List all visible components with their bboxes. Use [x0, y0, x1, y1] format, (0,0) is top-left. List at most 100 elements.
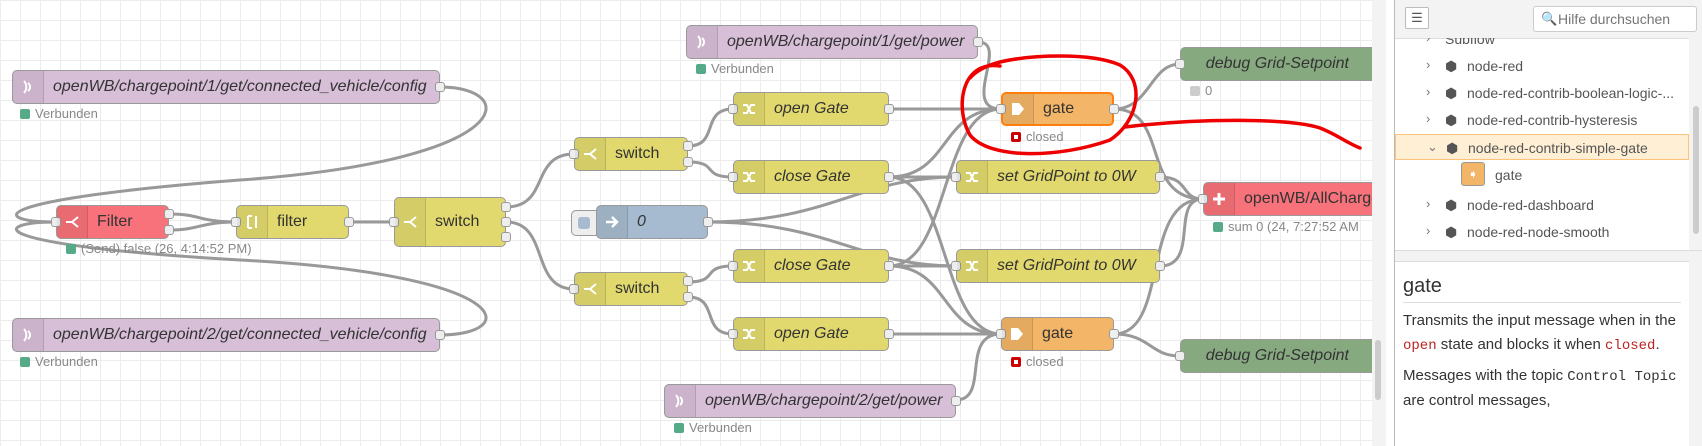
panel-divider[interactable]	[1395, 250, 1702, 262]
plus-icon	[1204, 183, 1235, 215]
inject-node-0[interactable]: 0	[571, 205, 713, 239]
mqtt-in-node-power2[interactable]: openWB/chargepoint/2/get/power	[664, 384, 961, 418]
output-port[interactable]	[951, 396, 961, 406]
output-port[interactable]	[884, 104, 894, 114]
filter-node-join[interactable]: filter	[231, 205, 354, 239]
output-port[interactable]	[884, 172, 894, 182]
output-port[interactable]	[1155, 172, 1165, 182]
canvas-scrollbar[interactable]	[1372, 0, 1386, 446]
tree-item-subflow[interactable]: › Subflow	[1395, 38, 1689, 52]
output-port[interactable]	[703, 217, 713, 227]
wire	[977, 40, 1002, 111]
output-port[interactable]	[683, 141, 693, 151]
gate-node-2[interactable]: gate	[996, 317, 1119, 351]
input-port[interactable]	[951, 261, 961, 271]
tree-item-simple-gate[interactable]: ⌄ ⬢ node-red-contrib-simple-gate	[1395, 134, 1689, 160]
tree-item-boolean-logic[interactable]: › ⬢ node-red-contrib-boolean-logic-...	[1395, 80, 1689, 106]
output-port[interactable]	[683, 292, 693, 302]
help-search-input[interactable]	[1558, 10, 1692, 28]
wire	[15, 85, 488, 224]
output-port[interactable]	[344, 217, 354, 227]
input-port[interactable]	[1198, 194, 1208, 204]
status-text: sum 0 (24, 7:27:52 AM	[1228, 219, 1359, 234]
output-port[interactable]	[973, 37, 983, 47]
change-node-open-gate-2[interactable]: open Gate	[728, 317, 894, 351]
output-port[interactable]	[435, 82, 445, 92]
mqtt-in-node-power1[interactable]: openWB/chargepoint/1/get/power	[686, 25, 983, 59]
scroll-thumb[interactable]	[1375, 340, 1381, 400]
mqtt-in-node-cv1[interactable]: openWB/chargepoint/1/get/connected_vehic…	[12, 70, 445, 104]
input-port[interactable]	[996, 329, 1006, 339]
cube-icon: ⬢	[1445, 224, 1458, 240]
change-node-open-gate-1[interactable]: open Gate	[728, 92, 894, 126]
help-scrollbar[interactable]	[1689, 261, 1702, 446]
output-port[interactable]	[164, 209, 174, 219]
tree-item-label: Subflow	[1445, 38, 1495, 47]
list-icon[interactable]: ☰	[1405, 7, 1429, 29]
switch-node-main[interactable]: switch	[389, 197, 511, 247]
tree-item-smooth[interactable]: › ⬢ node-red-node-smooth	[1395, 219, 1689, 245]
tree-item-node-red[interactable]: › ⬢ node-red	[1395, 53, 1689, 79]
flow-canvas[interactable]: openWB/chargepoint/1/get/connected_vehic…	[0, 0, 1372, 446]
output-port[interactable]	[435, 330, 445, 340]
gate-node-1[interactable]: gate	[996, 92, 1119, 126]
output-port[interactable]	[164, 225, 174, 235]
wire	[1113, 332, 1181, 358]
mqtt-signal-icon	[687, 26, 718, 58]
output-port[interactable]	[1109, 104, 1119, 114]
node-label: close Gate	[774, 168, 851, 185]
filter-node-red[interactable]: Filter	[51, 205, 174, 239]
input-port[interactable]	[231, 217, 241, 227]
status-dot	[20, 356, 30, 367]
switch-node-bottom[interactable]: switch	[569, 272, 693, 306]
input-port[interactable]	[728, 261, 738, 271]
node-label: set GridPoint to 0W	[997, 168, 1136, 185]
change-node-close-gate-2[interactable]: close Gate	[728, 249, 894, 283]
input-port[interactable]	[1175, 351, 1185, 361]
status-dot	[20, 108, 30, 119]
output-port[interactable]	[683, 157, 693, 167]
cube-icon: ⬢	[1445, 85, 1458, 101]
input-port[interactable]	[569, 149, 579, 159]
output-port[interactable]	[884, 261, 894, 271]
scroll-thumb[interactable]	[1693, 106, 1699, 234]
output-port[interactable]	[1109, 329, 1119, 339]
input-port[interactable]	[389, 217, 399, 227]
help-tree: › Subflow › ⬢ node-red › ⬢ node-red-cont…	[1395, 38, 1689, 250]
node-label: debug Grid-Setpoint	[1205, 55, 1349, 72]
tree-scrollbar[interactable]	[1689, 38, 1702, 250]
input-port[interactable]	[951, 172, 961, 182]
status-text: (Send) false (26, 4:14:52 PM)	[81, 241, 252, 256]
input-port[interactable]	[728, 104, 738, 114]
chevron-right-icon: ›	[1426, 57, 1431, 72]
input-port[interactable]	[51, 217, 61, 227]
tree-item-dashboard[interactable]: › ⬢ node-red-dashboard	[1395, 192, 1689, 218]
input-port[interactable]	[1175, 59, 1185, 69]
inject-button[interactable]	[571, 210, 597, 236]
input-port[interactable]	[728, 329, 738, 339]
change-node-set-gridpoint-1[interactable]: set GridPoint to 0W	[951, 160, 1165, 194]
output-port[interactable]	[501, 202, 511, 212]
debug-node-1[interactable]: debug Grid-Setpoint	[1175, 47, 1372, 81]
change-node-set-gridpoint-2[interactable]: set GridPoint to 0W	[951, 249, 1165, 283]
wire	[707, 175, 957, 224]
output-port[interactable]	[501, 217, 511, 227]
output-port[interactable]	[884, 329, 894, 339]
output-port[interactable]	[1155, 261, 1165, 271]
tree-item-hysteresis[interactable]: › ⬢ node-red-contrib-hysteresis	[1395, 107, 1689, 133]
tree-item-label: node-red-node-smooth	[1467, 224, 1610, 240]
input-port[interactable]	[569, 284, 579, 294]
mqtt-in-node-cv2[interactable]: openWB/chargepoint/2/get/connected_vehic…	[12, 318, 445, 352]
help-search-field[interactable]: 🔍	[1533, 6, 1697, 32]
change-node-close-gate-1[interactable]: close Gate	[728, 160, 894, 194]
shuffle-icon	[734, 93, 765, 125]
help-text: Transmits the input message when in the	[1403, 312, 1676, 329]
input-port[interactable]	[728, 172, 738, 182]
sum-node[interactable]: openWB/AllChargePoints	[1198, 182, 1372, 216]
filter-icon	[57, 206, 88, 238]
switch-node-top[interactable]: switch	[569, 137, 693, 171]
output-port[interactable]	[683, 276, 693, 286]
tree-leaf-gate[interactable]: ➧ gate	[1461, 162, 1661, 188]
debug-node-2[interactable]: debug Grid-Setpoint	[1175, 339, 1372, 373]
output-port[interactable]	[501, 232, 511, 242]
